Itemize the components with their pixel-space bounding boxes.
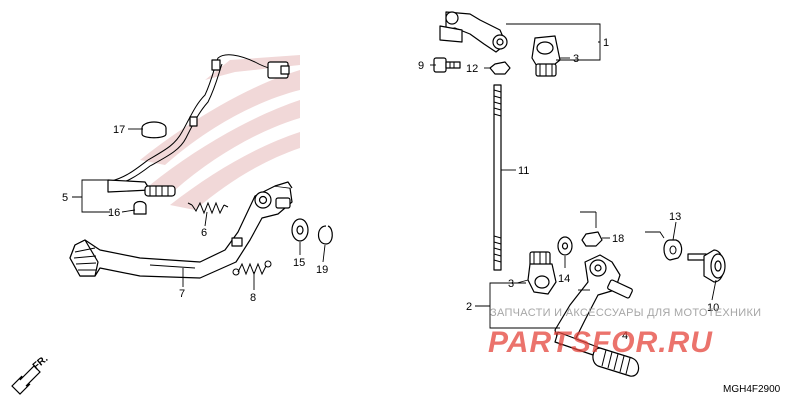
washer-part-15 <box>291 218 309 242</box>
brake-pedal-part-7 <box>69 181 293 279</box>
callout-10: 10 <box>707 302 719 314</box>
washer-part-14 <box>557 236 573 256</box>
bolt-part-9 <box>433 57 461 73</box>
nut-part-12 <box>489 61 511 75</box>
clip-part-19 <box>317 225 333 245</box>
diagram-code: MGH4F2900 <box>723 384 781 395</box>
gearshift-pedal-part-4 <box>554 254 640 377</box>
callout-14: 14 <box>558 273 570 285</box>
spring-part-6 <box>187 201 229 215</box>
callout-5: 5 <box>62 192 68 204</box>
callout-8: 8 <box>250 292 256 304</box>
honda-wing-logo <box>140 55 300 210</box>
callout-3b: 3 <box>508 278 514 290</box>
callout-15: 15 <box>293 257 305 269</box>
clamp-part-17 <box>141 121 167 139</box>
callout-labels: 1 2 3 3 4 5 6 7 8 9 10 11 12 13 14 15 16… <box>62 37 719 342</box>
callout-18: 18 <box>612 233 624 245</box>
bolt-part-10 <box>687 249 726 283</box>
callout-3a: 3 <box>573 53 579 65</box>
nut-part-18 <box>581 231 603 247</box>
callout-9: 9 <box>418 60 424 72</box>
watermark-brand: PARTSFOR.RU <box>488 326 713 359</box>
joint-part-3-top <box>531 35 561 77</box>
watermark-text: ЗАПЧАСТИ И АКСЕССУАРЫ ДЛЯ МОТОТЕХНИКИ <box>490 307 761 319</box>
callout-19: 19 <box>316 264 328 276</box>
callout-11: 11 <box>518 165 529 177</box>
washer-part-13 <box>663 239 683 261</box>
shift-rod-part-11 <box>493 84 502 271</box>
callout-4: 4 <box>622 330 628 342</box>
callout-16: 16 <box>108 207 120 219</box>
shift-joint-part-1 <box>439 11 508 53</box>
callout-17: 17 <box>113 124 125 136</box>
callout-2: 2 <box>466 301 472 313</box>
callout-12: 12 <box>466 63 478 75</box>
spring-part-8 <box>232 260 272 276</box>
callout-13: 13 <box>669 211 681 223</box>
callout-1: 1 <box>603 37 609 49</box>
callout-7: 7 <box>179 288 185 300</box>
leader-lines <box>72 23 717 329</box>
clip-part-16 <box>133 200 147 215</box>
front-direction-arrow-icon: FR. <box>11 353 50 395</box>
brake-switch-wire <box>107 54 290 197</box>
callout-6: 6 <box>201 227 207 239</box>
joint-part-3-bottom <box>527 251 557 295</box>
